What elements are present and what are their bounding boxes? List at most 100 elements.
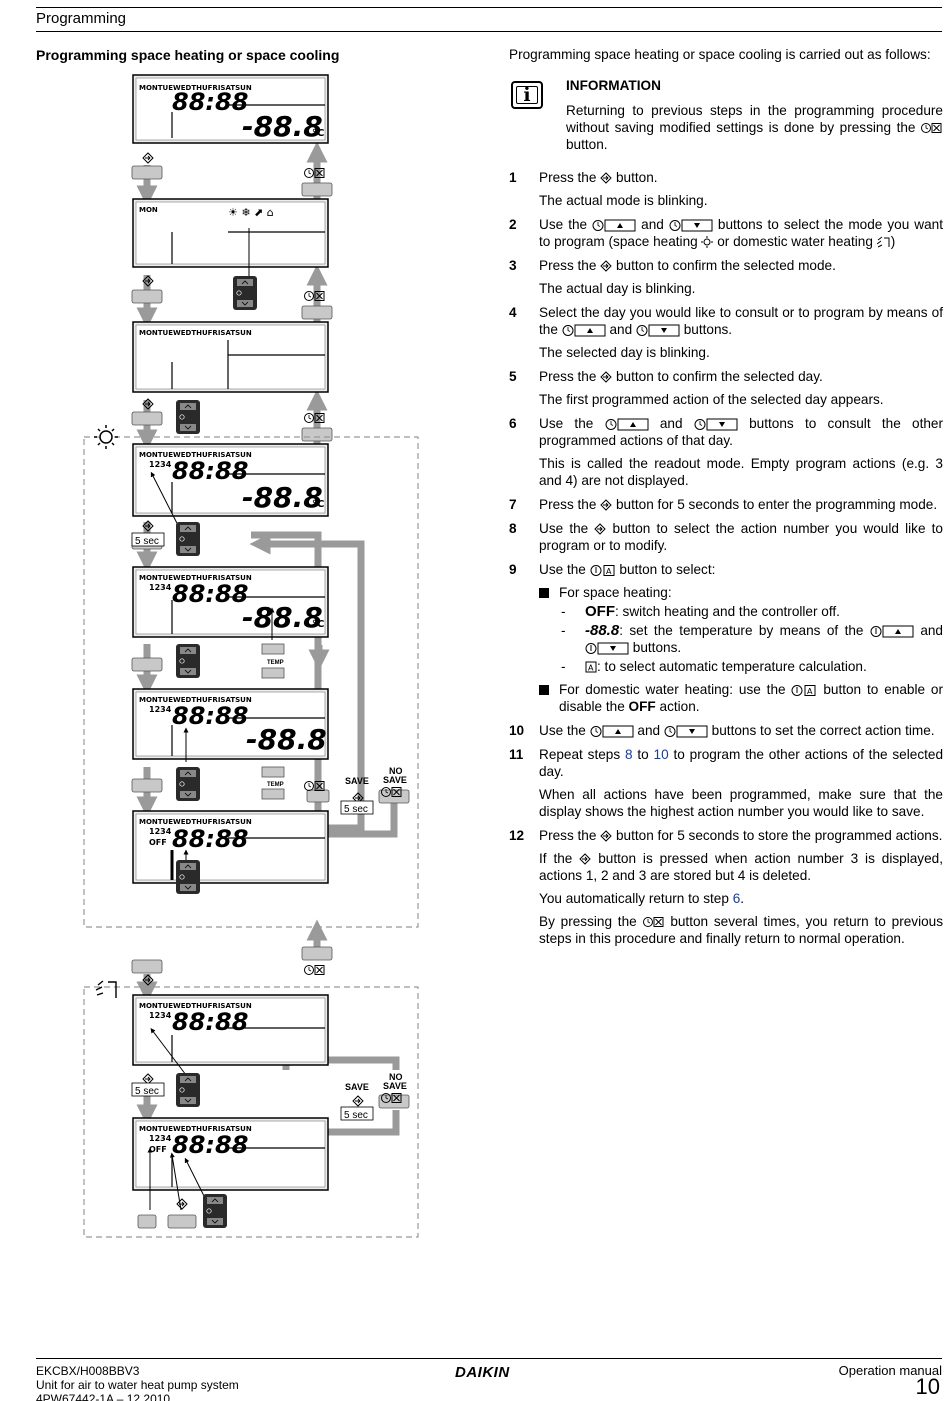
lcd2-mode-icons: ☀ ❄ ⬈ ⌂ <box>228 206 274 219</box>
step-9-heating: For space heating: OFF: switch heating a… <box>539 584 943 675</box>
clock-up-button-icon <box>592 219 636 232</box>
lcd7-actions: 1234 <box>149 827 172 836</box>
lcd4-actions: 1234 <box>149 460 172 469</box>
lcd5-unit: °C <box>312 619 324 630</box>
lcd6-time: 88:88 <box>172 702 248 730</box>
clock-up-button-icon <box>605 418 649 431</box>
step-1: 1 Press the button. The actual mode is b… <box>509 170 708 208</box>
lcd-screens: MONTUEWEDTHUFRISATSUN 88:88 -88.8 °C MON… <box>132 74 329 1211</box>
footer-rule <box>36 1358 942 1359</box>
step-6: 6 Use the and buttons to consult the oth… <box>509 416 944 488</box>
steps-list: 1 Press the button. The actual mode is b… <box>509 169 943 947</box>
daikin-logo: DAIKIN <box>455 1364 510 1381</box>
flow-diagram-svg: MONTUEWEDTHUFRISATSUN 88:88 -88.8 °C MON… <box>83 74 419 1238</box>
step-9-temp-option: -88.8: set the temperature by means of t… <box>559 622 943 656</box>
program-icon <box>600 260 612 273</box>
lcd5-actions: 1234 <box>149 583 172 592</box>
step-9: 9 Use the A button to select: For space … <box>509 561 943 715</box>
instructions-column: Programming space heating or space cooli… <box>509 46 943 954</box>
lcd4-time: 88:88 <box>172 457 248 485</box>
lcd1-time: 88:88 <box>172 88 248 116</box>
header-bottom-rule <box>36 31 942 32</box>
program-icon <box>579 853 592 866</box>
lcd6-temp: -88.8 <box>246 723 327 756</box>
space-heating-sun-icon <box>94 425 118 449</box>
step-9-auto-option: A: to select automatic temperature calcu… <box>559 658 943 675</box>
lcd4-temp: -88.8 <box>242 481 323 514</box>
footer-left: EKCBX/H008BBV3 Unit for air to water hea… <box>36 1364 239 1401</box>
footer-manual: Operation manual <box>838 1363 942 1378</box>
lcd1-days: MONTUEWEDTHUFRISATSUN <box>139 84 252 92</box>
svg-text:A: A <box>606 567 612 576</box>
information-title: INFORMATION <box>566 78 661 93</box>
svg-text:A: A <box>807 687 813 696</box>
step-4: 4 Select the day you would like to consu… <box>509 305 943 360</box>
page-header-title: Programming <box>36 10 127 27</box>
sun-icon <box>701 236 714 249</box>
program-icon <box>600 499 612 512</box>
svg-text:A: A <box>588 664 594 673</box>
save-labels: SAVE NO SAVE SAVE NO SAVE <box>345 766 407 1092</box>
svg-text:5 sec: 5 sec <box>344 1110 368 1121</box>
lcd9-actions: 1234 <box>149 1134 172 1143</box>
temp-auto-icon: A <box>590 564 615 576</box>
lcd1-temp: -88.8 <box>242 110 323 143</box>
svg-text:5 sec: 5 sec <box>344 804 368 815</box>
program-icon <box>600 830 612 843</box>
footer-docref: 4PW67442-1A – 12.2010 <box>36 1392 171 1401</box>
lcd5-days: MONTUEWEDTHUFRISATSUN <box>139 574 252 582</box>
lcd7-off: OFF <box>149 838 167 847</box>
clock-down-button-icon <box>664 725 708 738</box>
lcd3-days: MONTUEWEDTHUFRISATSUN <box>139 329 252 337</box>
page-number: 10 <box>915 1374 940 1399</box>
step-3: 3 Press the button to confirm the select… <box>509 258 836 296</box>
svg-text:5 sec: 5 sec <box>135 1086 159 1097</box>
clock-cancel-icon <box>642 917 664 928</box>
temp-down-button-icon <box>585 642 629 655</box>
step-9-off-option: OFF: switch heating and the controller o… <box>559 603 943 620</box>
lcd5-time: 88:88 <box>172 580 248 608</box>
step-2: 2 Use the and buttons to select the mode… <box>509 217 944 249</box>
step-9-dhw: For domestic water heating: use the A bu… <box>539 681 943 715</box>
intro-text: Programming space heating or space cooli… <box>509 47 931 62</box>
lcd8-actions: 1234 <box>149 1011 172 1020</box>
flow-arrows <box>136 141 400 1136</box>
program-icon <box>600 371 612 384</box>
clock-down-button-icon <box>669 219 713 232</box>
temp-auto-icon: A <box>791 684 816 696</box>
information-text: Returning to previous steps in the progr… <box>566 103 943 152</box>
temp-label-1: TEMP <box>267 660 284 666</box>
auto-icon: A <box>585 661 597 673</box>
lcd7-time: 88:88 <box>172 825 248 853</box>
heating-region <box>83 436 419 928</box>
lcd5-temp: -88.8 <box>242 601 323 634</box>
lcd9-days: MONTUEWEDTHUFRISATSUN <box>139 1125 252 1133</box>
step-8: 8 Use the button to select the action nu… <box>509 521 943 553</box>
step-link-6[interactable]: 6 <box>732 891 741 906</box>
footer-model: EKCBX/H008BBV3 <box>36 1364 140 1378</box>
lcd7-days: MONTUEWEDTHUFRISATSUN <box>139 818 252 826</box>
domestic-water-tap-icon <box>95 980 117 998</box>
step-link-10[interactable]: 10 <box>653 747 669 762</box>
svg-text:5 sec: 5 sec <box>135 536 159 547</box>
svg-text:SAVE: SAVE <box>383 1081 407 1091</box>
step-11: 11 Repeat steps 8 to 10 to program the o… <box>509 747 944 819</box>
svg-text:SAVE: SAVE <box>345 1082 369 1092</box>
temp-up-button-icon <box>870 625 914 638</box>
program-icon <box>594 523 607 536</box>
svg-text:SAVE: SAVE <box>383 775 407 785</box>
temp-buttons <box>261 643 285 800</box>
lcd8-time: 88:88 <box>172 1008 248 1036</box>
clock-up-button-icon <box>590 725 634 738</box>
lcd4-unit: °C <box>312 499 324 510</box>
step-link-8[interactable]: 8 <box>624 747 633 762</box>
lcd9-time: 88:88 <box>172 1131 248 1159</box>
lcd2-day: MON <box>139 206 158 214</box>
step-5: 5 Press the button to confirm the select… <box>509 369 884 407</box>
lcd6-days: MONTUEWEDTHUFRISATSUN <box>139 696 252 704</box>
clock-down-button-icon <box>694 418 738 431</box>
five-sec-labels: 5 sec 5 sec 5 sec 5 sec <box>131 532 374 1121</box>
lcd9-off: OFF <box>149 1145 167 1154</box>
clock-down-button-icon <box>636 324 680 337</box>
tap-icon <box>876 237 890 248</box>
